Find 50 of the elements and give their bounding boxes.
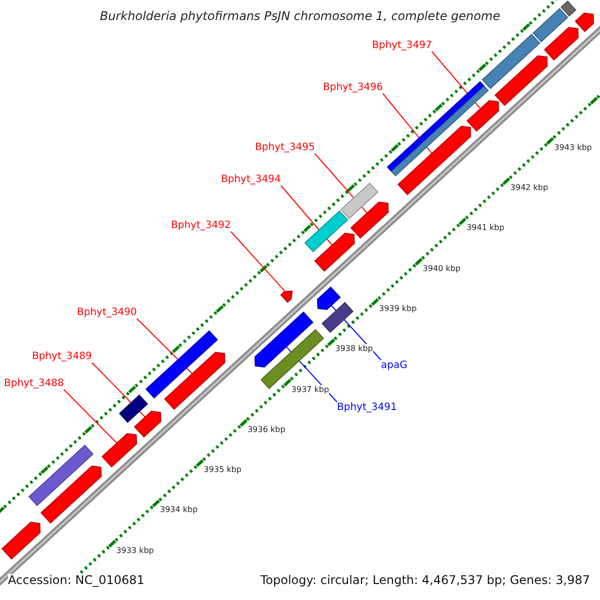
gene-label: Bphyt_3489 <box>32 351 92 362</box>
scale-label: 3937 kbp <box>291 384 330 394</box>
scale-label: 3943 kbp <box>554 142 592 152</box>
gene-label: Bphyt_3494 <box>221 174 281 186</box>
gene-feature <box>40 466 102 524</box>
gene-feature <box>494 55 548 106</box>
gene-label: Bphyt_3497 <box>372 40 432 52</box>
gene-bar <box>560 0 576 17</box>
gene-feature <box>254 312 314 368</box>
genome-info-text: Topology: circular; Length: 4,467,537 bp; Genes: 3,987 <box>260 574 590 588</box>
gene-bar <box>532 8 568 42</box>
gene-bar <box>482 34 540 90</box>
gene-feature <box>134 410 162 438</box>
accession-text: Accession: NC_010681 <box>8 574 144 588</box>
leader-line <box>230 231 286 292</box>
leader-line <box>63 389 118 444</box>
gene-feature <box>164 352 226 410</box>
gene-feature <box>544 26 579 61</box>
scale-label: 3938 kbp <box>335 344 373 354</box>
scale-label: 3942 kbp <box>510 183 548 192</box>
gene-feature <box>280 290 293 303</box>
scale-label: 3933 kbp <box>116 546 154 555</box>
gene-bar <box>145 330 218 398</box>
gene-bar <box>322 302 354 333</box>
scale-label: 3940 kbp <box>422 264 460 273</box>
scale-label: 3936 kbp <box>248 424 286 434</box>
gene-label: Bphyt_3496 <box>323 82 383 94</box>
gene-feature <box>350 202 389 239</box>
title: Burkholderia phytofirmans PsJN chromosome 1, complete genome <box>98 10 502 24</box>
gene-label: apaG <box>381 360 408 372</box>
gene-bar <box>28 444 94 506</box>
scale-label: 3939 kbp <box>379 304 417 314</box>
scale-label: 3934 kbp <box>160 505 198 515</box>
gene-feature <box>317 286 341 310</box>
gene-feature <box>102 433 137 468</box>
gene-feature <box>574 12 594 32</box>
gene-label: Bphyt_3490 <box>77 307 137 318</box>
gene-feature <box>1 522 41 560</box>
scale-label: 3935 kbp <box>204 465 242 474</box>
gene-label: Bphyt_3491 <box>337 402 397 414</box>
gene-bar <box>118 394 148 423</box>
gene-label: Bphyt_3495 <box>255 142 315 154</box>
gene-feature <box>314 232 355 272</box>
gene-bar <box>304 210 348 252</box>
gene-label: Bphyt_3488 <box>4 378 64 390</box>
scale-label: 3941 kbp <box>466 223 504 233</box>
gene-feature <box>466 100 500 132</box>
gene-label: Bphyt_3492 <box>171 220 231 232</box>
gene-feature <box>397 126 472 196</box>
gene-bar <box>340 182 378 220</box>
